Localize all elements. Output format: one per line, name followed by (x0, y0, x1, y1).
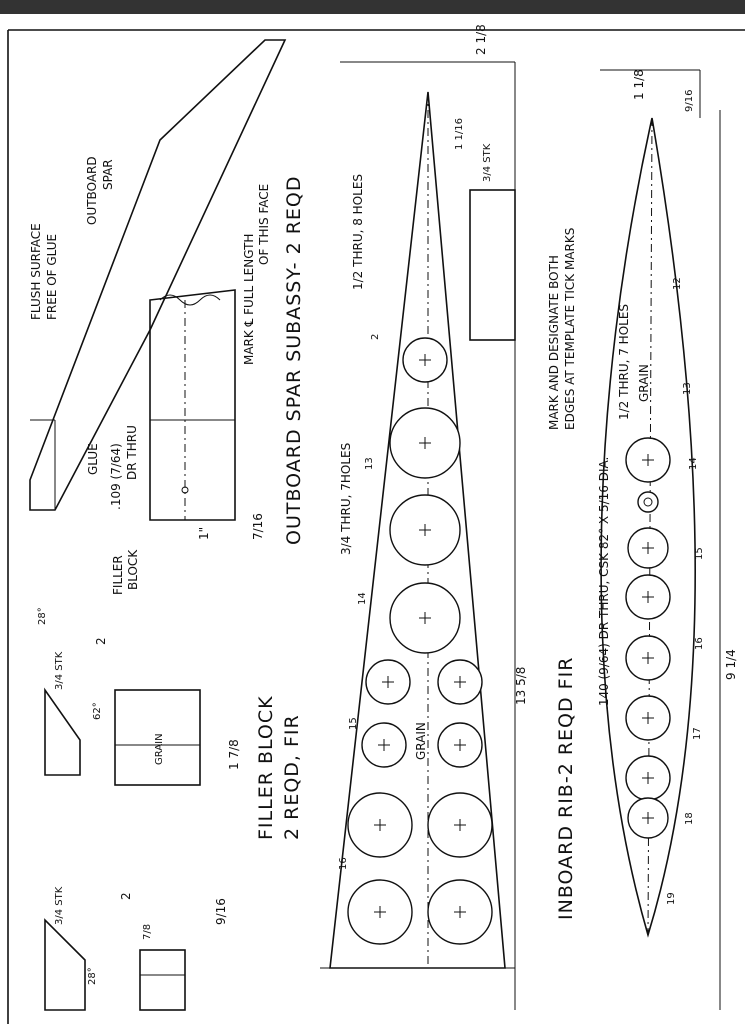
rib-station-12: 12 (672, 277, 683, 290)
ll-stk-label: 3/4 STK (54, 886, 65, 925)
scan-edge (0, 0, 745, 14)
rib-station-18: 18 (684, 812, 695, 825)
outboard-label: OUTBOARD (85, 156, 99, 225)
hole-center-mark (382, 676, 394, 688)
lower-left-detail: 3/4 STK 28° 2 7/8 9/16 (44, 886, 228, 1011)
outboard-spar-title: OUTBOARD SPAR SUBASSY- 2 REQD (283, 176, 305, 546)
filler-angle-28: 28° (37, 607, 48, 625)
rib-drill-label: .140 (9/64) DR THRU, CSK 82° X 5/16 DIA. (597, 457, 611, 710)
hole-center-mark (454, 819, 466, 831)
filler-block-drawing: 3/4 STK 28° 62° 2 GRAIN 1 7/8 FILLER BLO… (37, 607, 303, 840)
hole-center-mark (419, 437, 431, 449)
three-quarter-holes-label: 3/4 THRU, 7HOLES (339, 443, 353, 555)
hole-center-mark (454, 906, 466, 918)
hole-center-mark (642, 542, 654, 554)
rib-station-16: 16 (694, 637, 705, 650)
dim-1in: 1" (197, 527, 211, 540)
ll-angle: 28° (87, 967, 98, 985)
hole-center-mark (642, 812, 654, 824)
spar-1-1-16-dim: 1 1/16 (454, 118, 465, 150)
hole-center-mark (378, 739, 390, 751)
filler-label: FILLER (111, 555, 125, 595)
rib-station-19: 19 (666, 892, 677, 905)
mark-note-2: EDGES AT TEMPLATE TICK MARKS (563, 228, 577, 430)
filler-grain-label: GRAIN (154, 733, 165, 765)
rib-station-13: 13 (682, 382, 693, 395)
glue-label: GLUE (86, 443, 100, 475)
hole-center-mark (374, 819, 386, 831)
hole-center-mark (454, 676, 466, 688)
ll-dim-7-8: 7/8 (142, 924, 153, 940)
filler-dim-1-7-8: 1 7/8 (227, 739, 241, 770)
hole-center-mark (642, 772, 654, 784)
hole-center-mark (374, 906, 386, 918)
hole-center-mark (419, 612, 431, 624)
rib-station-17: 17 (692, 727, 703, 740)
hole-center-mark (419, 524, 431, 536)
spar-width-dim: 2 1/8 (474, 24, 488, 55)
spar-stk-label: 3/4 STK (482, 143, 493, 182)
filler-block-title: FILLER BLOCK (255, 695, 277, 840)
inboard-rib-title: INBOARD RIB-2 REQD FIR (555, 657, 577, 920)
dim-7-16: 7/16 (251, 513, 265, 540)
rib-9-16-dim: 9/16 (684, 90, 695, 112)
spar-station-15: 15 (348, 717, 359, 730)
filler-block-subtitle: 2 REQD, FIR (281, 714, 303, 840)
hole-center-mark (642, 454, 654, 466)
ll-dim-9-16: 9/16 (214, 898, 228, 925)
hole-center-mark (642, 652, 654, 664)
inboard-rib-drawing: 1 1/8 9/16 1/2 THRU, 7 HOLES .140 (9/64)… (555, 69, 738, 1010)
spar-station-13: 13 (364, 457, 375, 470)
dr-thru-label: DR THRU (125, 425, 139, 480)
hole-center-mark (642, 712, 654, 724)
spar-label: SPAR (101, 159, 115, 190)
free-of-glue-label: FREE OF GLUE (45, 234, 59, 320)
outboard-spar-drawing: 2 1/8 1 1/16 3/4 STK 1/2 THRU, 8 HOLES 3… (320, 24, 577, 1010)
filler-stk-label: 3/4 STK (54, 651, 65, 690)
hole-center-mark (454, 739, 466, 751)
block-label: BLOCK (126, 549, 140, 590)
flush-surface-label: FLUSH SURFACE (29, 223, 43, 320)
ll-dim-2: 2 (119, 892, 133, 900)
rib-length-dim: 9 1/4 (724, 649, 738, 680)
spar-filler-detail: FLUSH SURFACE FREE OF GLUE OUTBOARD SPAR… (29, 39, 305, 595)
half-inch-holes-label: 1/2 THRU, 8 HOLES (351, 174, 365, 290)
spar-station-14: 14 (357, 592, 368, 605)
spar-station-2: 2 (370, 334, 381, 340)
spar-length-dim: 13 5/8 (514, 667, 528, 705)
rib-station-14: 14 (688, 457, 699, 470)
rib-station-15: 15 (694, 547, 705, 560)
rib-grain-label: GRAIN (637, 364, 651, 402)
spar-station-16: 16 (338, 857, 349, 870)
drill-label: .109 (7/64) (109, 443, 123, 510)
of-this-face-label: OF THIS FACE (257, 184, 271, 265)
hole-center-mark (642, 591, 654, 603)
mark-cl-label: MARK ℄ FULL LENGTH (242, 234, 256, 365)
filler-angle-62: 62° (92, 702, 103, 720)
rib-1-1-8-dim: 1 1/8 (632, 69, 646, 100)
hole-center-mark (419, 354, 431, 366)
filler-dim-2: 2 (94, 637, 108, 645)
mark-note-1: MARK AND DESIGNATE BOTH (547, 255, 561, 430)
rib-holes-label: 1/2 THRU, 7 HOLES (617, 304, 631, 420)
spar-grain-label: GRAIN (414, 722, 428, 760)
